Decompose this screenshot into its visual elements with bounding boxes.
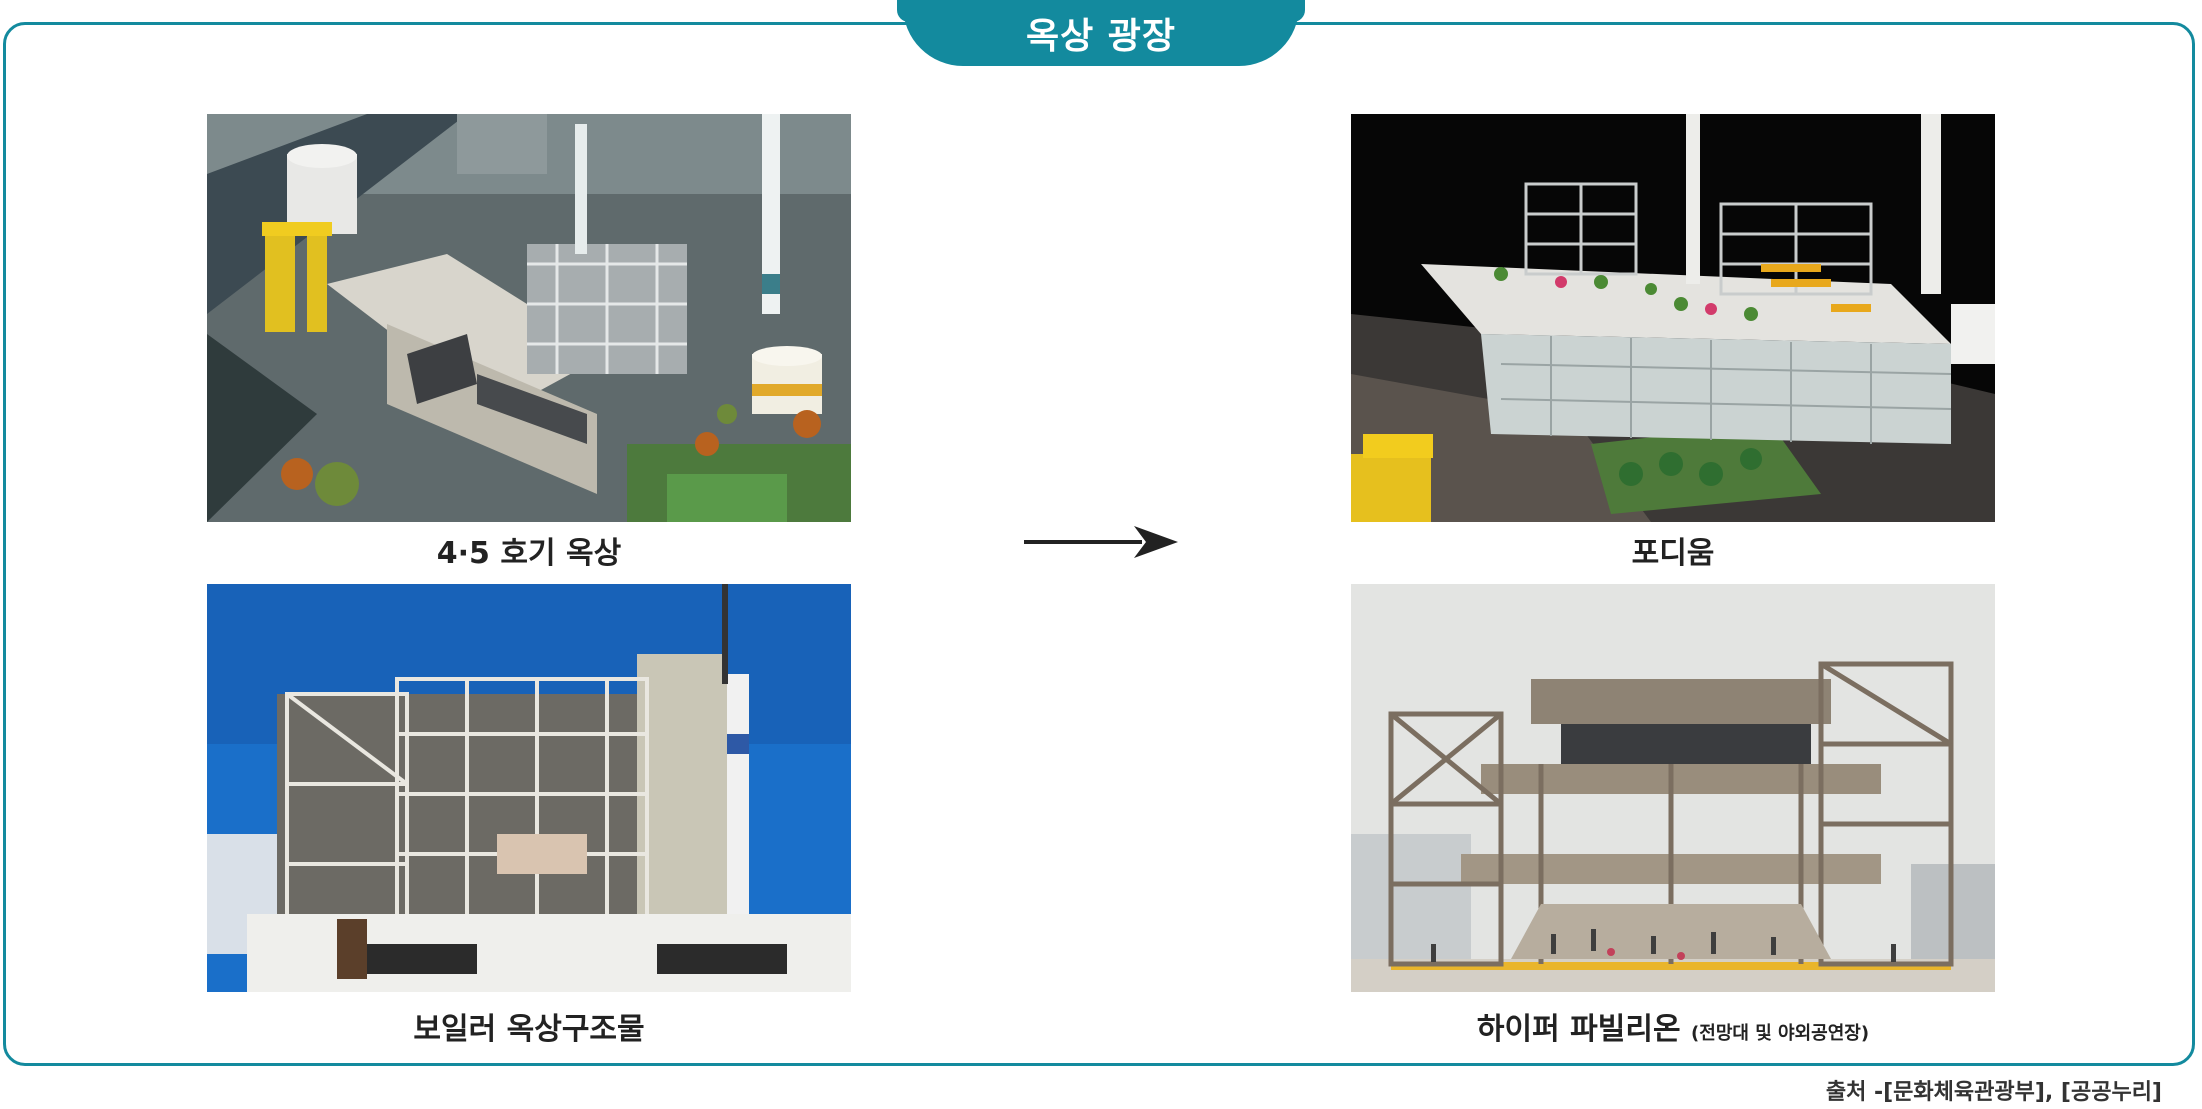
photo-boiler-rooftop-structure <box>207 584 851 992</box>
photo-podium-model <box>1351 114 1995 522</box>
title-tab: 옥상 광장 <box>897 0 1305 66</box>
source-credit: 출처 -[문화체육관광부], [공공누리] <box>1825 1080 2162 1105</box>
page-title: 옥상 광장 <box>1025 16 1176 57</box>
right-arrow-icon <box>1024 526 1178 558</box>
photo-rooftop-units-4-5 <box>207 114 851 522</box>
caption-hyper-pavilion: 하이퍼 파빌리온 (전망대 및 야외공연장) <box>1351 1004 1995 1048</box>
photo-hyper-pavilion <box>1351 584 1995 992</box>
caption-rooftop-units: 4·5 호기 옥상 <box>436 536 622 571</box>
caption-podium: 포디움 <box>1631 536 1715 571</box>
caption-boiler-structure: 보일러 옥상구조물 <box>413 1012 645 1047</box>
caption-hyper-pavilion-title: 하이퍼 파빌리온 <box>1476 1012 1681 1047</box>
caption-hyper-pavilion-note: (전망대 및 야외공연장) <box>1691 1023 1870 1044</box>
